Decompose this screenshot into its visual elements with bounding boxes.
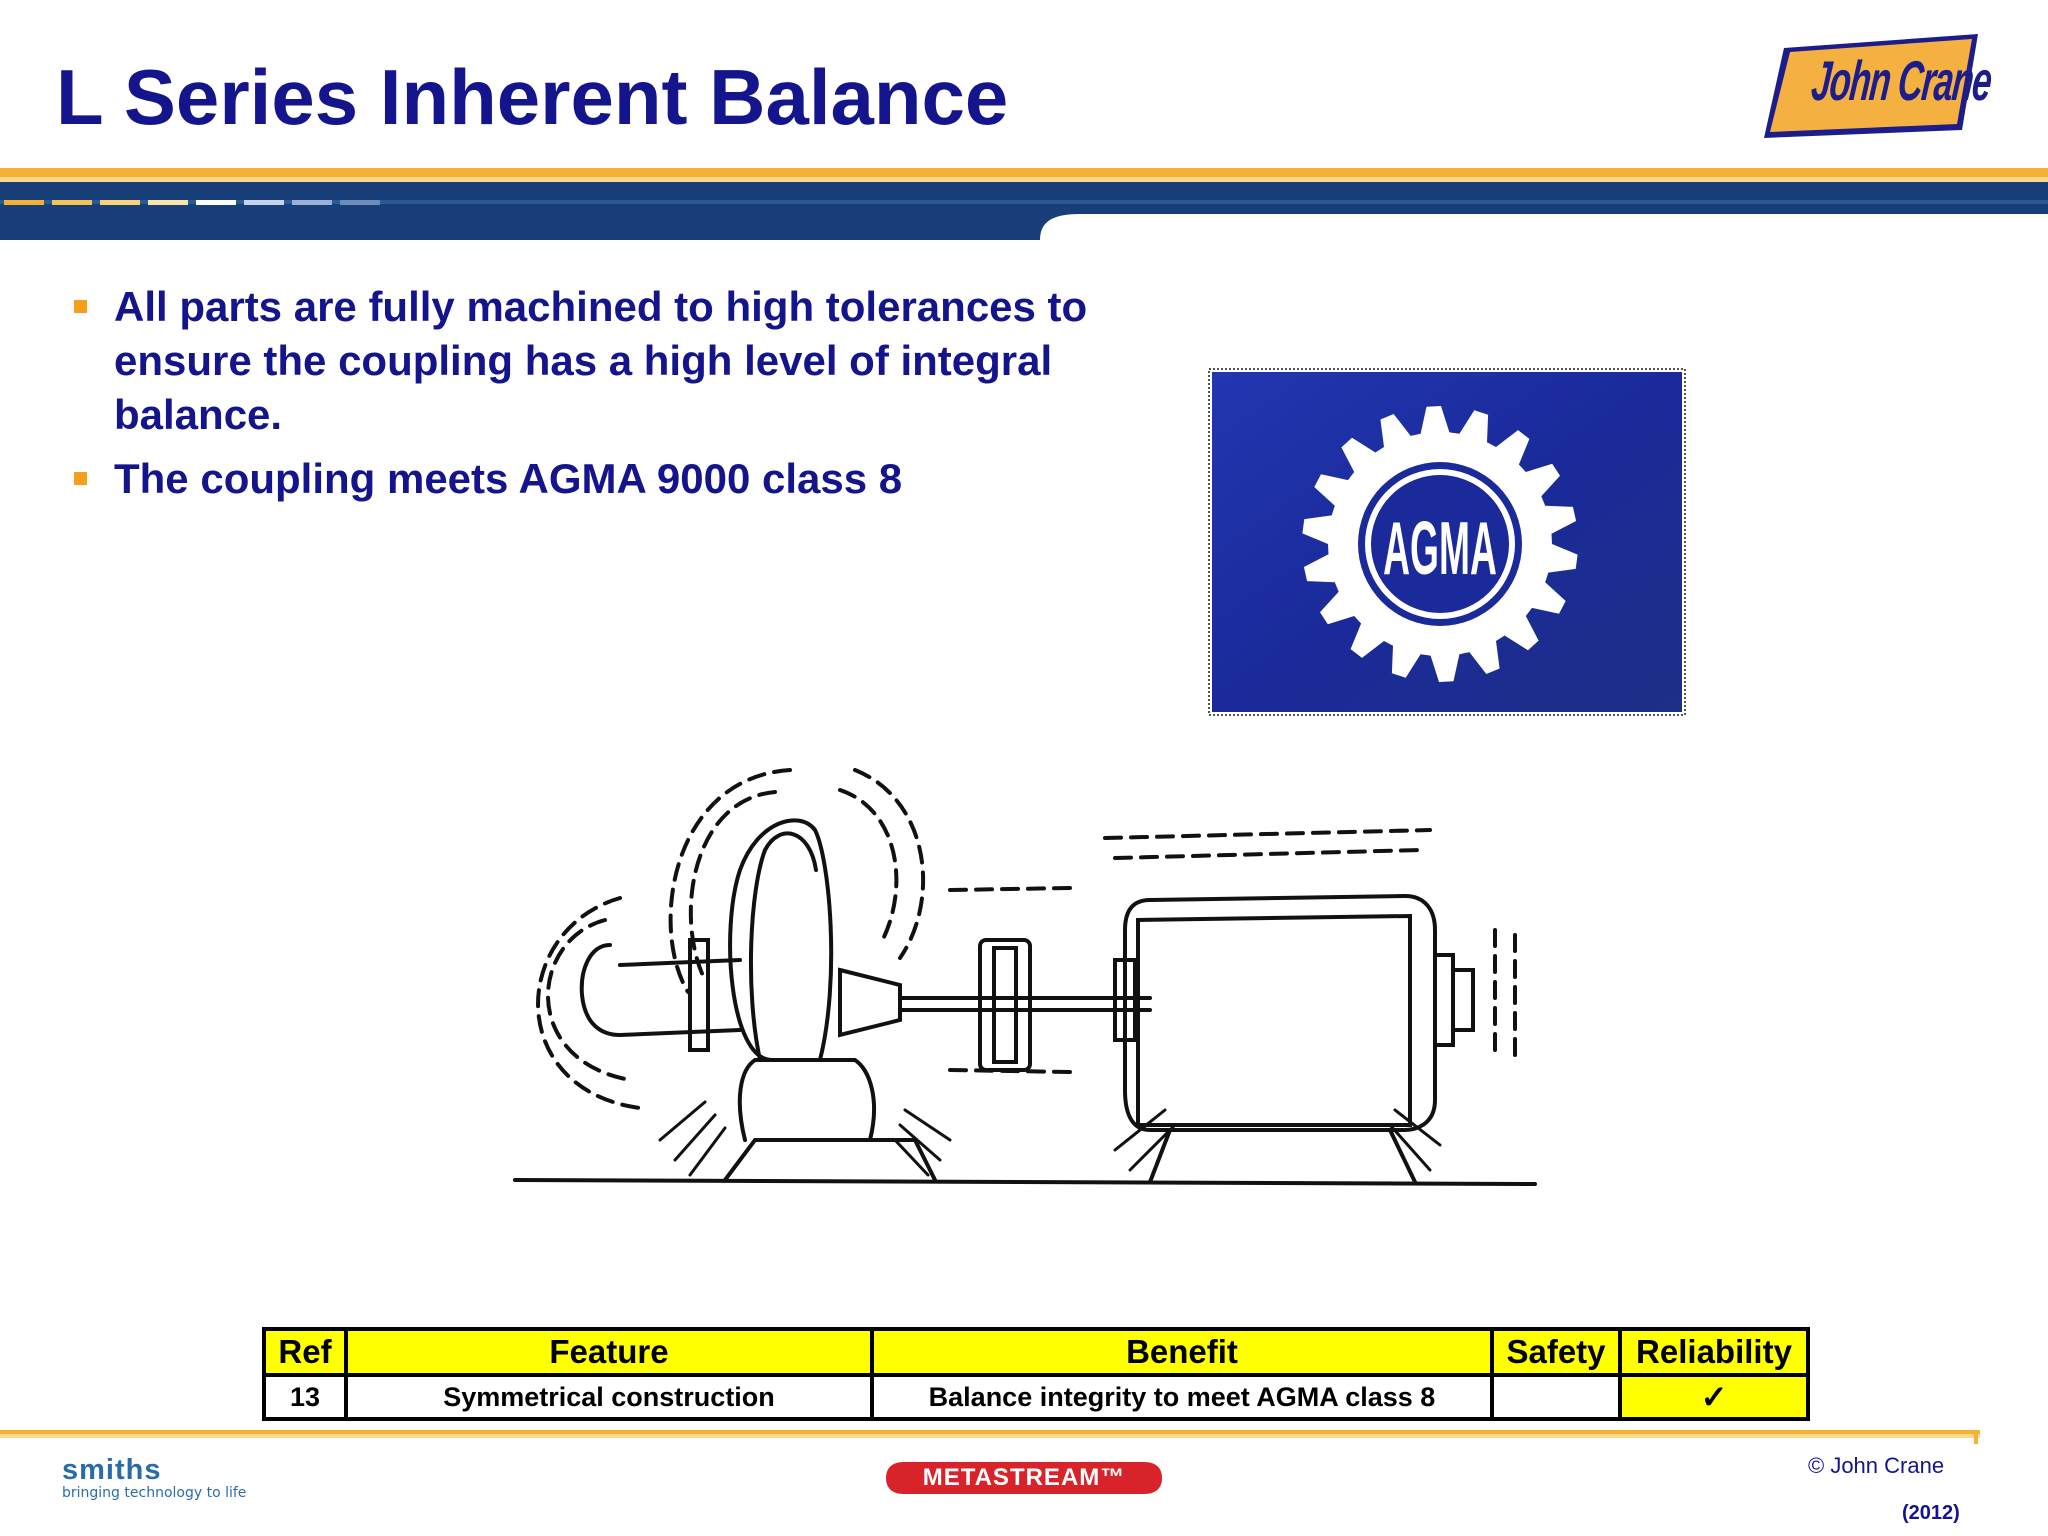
john-crane-logo-text: John Crane	[1808, 49, 1995, 112]
john-crane-logo-shape	[1764, 34, 1978, 138]
agma-logo-text: AGMA	[1383, 506, 1497, 591]
banner-dashes	[4, 200, 380, 205]
metastream-logo-text: METASTREAM™	[922, 1464, 1126, 1491]
copyright-text: © John Crane	[1808, 1453, 1945, 1478]
bullet-list: All parts are fully machined to high tol…	[72, 280, 1192, 516]
header-feature: Feature	[344, 1327, 874, 1377]
cell-safety	[1490, 1373, 1622, 1421]
square-bullet-icon	[74, 472, 87, 485]
metastream-logo: METASTREAM™	[886, 1460, 1162, 1496]
bullet-text: The coupling meets AGMA 9000 class 8	[114, 455, 903, 502]
agma-logo: AGMA	[1208, 368, 1686, 716]
table-header-row: Ref Feature Benefit Safety Reliability	[262, 1327, 1810, 1377]
slide-title: L Series Inherent Balance	[56, 53, 1009, 141]
john-crane-logo: John Crane	[1758, 30, 1995, 138]
square-bullet-icon	[74, 300, 87, 313]
metastream-logo-shape	[886, 1462, 1162, 1494]
cell-feature: Symmetrical construction	[344, 1373, 874, 1421]
header-reliability: Reliability	[1618, 1327, 1810, 1377]
feature-benefit-table: Ref Feature Benefit Safety Reliability 1…	[262, 1327, 1810, 1421]
cell-benefit: Balance integrity to meet AGMA class 8	[870, 1373, 1494, 1421]
header-banner	[0, 168, 2048, 240]
cell-ref: 13	[262, 1373, 348, 1421]
pump-motor-drawing	[513, 768, 1537, 1186]
cell-reliability-check-icon: ✓	[1618, 1373, 1810, 1421]
table-row: 13 Symmetrical construction Balance inte…	[262, 1373, 1810, 1421]
smiths-logo: smiths bringing technology to life	[62, 1454, 246, 1501]
header-ref: Ref	[262, 1327, 348, 1377]
bullet-item: All parts are fully machined to high tol…	[72, 280, 1192, 442]
header-benefit: Benefit	[870, 1327, 1494, 1377]
year-text: (2012)	[1902, 1502, 1960, 1524]
smiths-logo-tagline: bringing technology to life	[62, 1485, 247, 1501]
header-safety: Safety	[1490, 1327, 1622, 1377]
bullet-item: The coupling meets AGMA 9000 class 8	[72, 452, 1192, 506]
bullet-text: All parts are fully machined to high tol…	[114, 283, 1088, 438]
footer-divider	[0, 1430, 1980, 1444]
smiths-logo-name: smiths	[62, 1454, 162, 1486]
